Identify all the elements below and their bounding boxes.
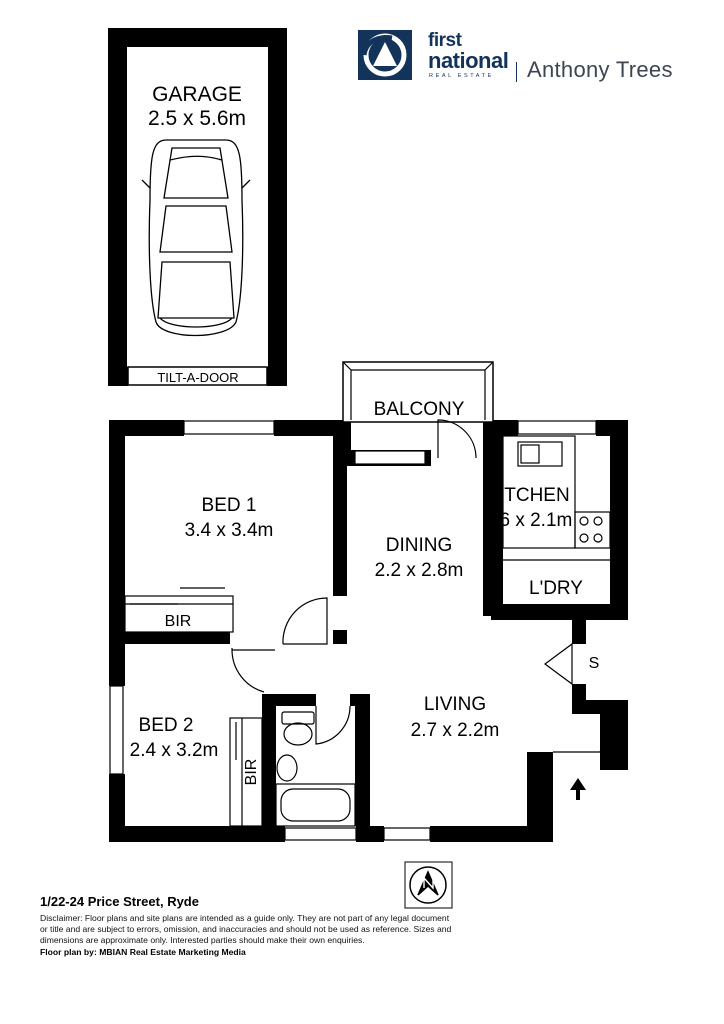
disclaimer-line-2: or title and are subject to errors, omis… — [40, 924, 452, 934]
bathroom — [275, 711, 356, 827]
brand-real-estate-text: REAL ESTATE — [429, 73, 494, 79]
north-arrow-icon — [404, 861, 453, 909]
sink-icon — [517, 441, 563, 467]
brand-office-name: Anthony Trees — [527, 57, 673, 82]
floor-plan-credit: Floor plan by: MBIAN Real Estate Marketi… — [40, 947, 246, 957]
bed1-robe — [124, 587, 234, 633]
property-address: 1/22-24 Price Street, Ryde — [40, 894, 199, 909]
first-national-logo-icon — [358, 30, 412, 80]
storage-label: S — [589, 655, 600, 672]
brand-separator — [516, 62, 517, 82]
balcony-name: BALCONY — [374, 399, 465, 420]
garage-door-label: TILT-A-DOOR — [157, 370, 238, 385]
kitchen-fixtures — [502, 435, 611, 561]
toilet-icon — [283, 722, 313, 746]
balcony — [342, 361, 494, 459]
living-name: LIVING — [424, 694, 486, 715]
bed2-robe — [229, 717, 263, 827]
garage-door — [127, 366, 268, 386]
dining-size: 2.2 x 2.8m — [375, 560, 464, 581]
car-icon — [141, 139, 251, 337]
bathtub-icon — [280, 788, 351, 822]
brand-header: first national REAL ESTATE Anthony Trees — [356, 28, 693, 88]
entry-arrow-icon — [570, 778, 586, 800]
cooktop-icon — [574, 511, 611, 549]
brand-first-text: first — [428, 30, 462, 51]
bed1-name: BED 1 — [202, 495, 257, 516]
walls — [109, 420, 628, 842]
disclaimer-line-3: dimensions are approximate only. Interes… — [40, 935, 365, 945]
kitchen-name: KITCHEN — [486, 485, 569, 506]
laundry-name: L'DRY — [529, 578, 583, 599]
disclaimer-line-1: Disclaimer: Floor plans and site plans a… — [40, 913, 450, 923]
kitchen-size: 1.6 x 2.1m — [484, 510, 573, 531]
footer: 1/22-24 Price Street, Ryde Disclaimer: F… — [40, 894, 470, 957]
bed1-size: 3.4 x 3.4m — [185, 520, 274, 541]
dining-name: DINING — [386, 535, 453, 556]
brand-national-text: national — [428, 48, 509, 73]
garage-name: GARAGE — [152, 83, 242, 106]
bed2-size: 2.4 x 3.2m — [130, 740, 219, 761]
garage — [108, 28, 287, 386]
bed2-name: BED 2 — [139, 715, 194, 736]
basin-icon — [276, 754, 298, 782]
garage-size: 2.5 x 5.6m — [148, 107, 246, 130]
living-size: 2.7 x 2.2m — [411, 720, 500, 741]
doors — [231, 597, 606, 753]
bed1-robe-label: BIR — [165, 613, 192, 630]
bed2-robe-label: BIR — [243, 759, 260, 786]
